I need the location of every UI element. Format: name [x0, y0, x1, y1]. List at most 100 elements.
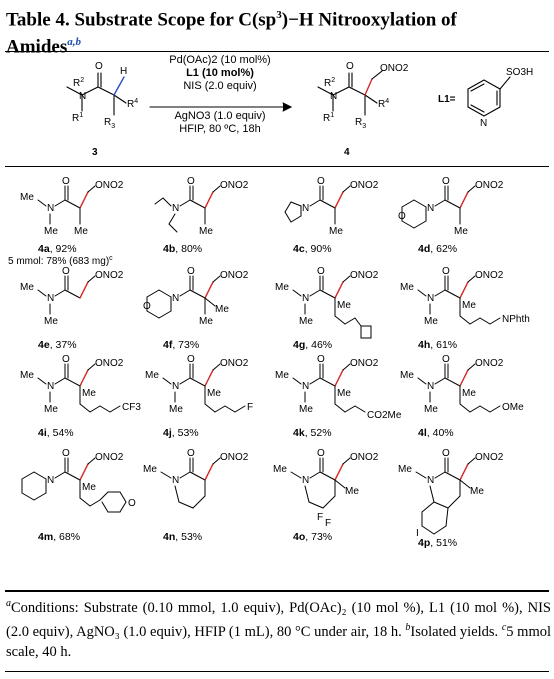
- condition-line: NIS (2.0 equiv): [183, 80, 257, 92]
- bond: [290, 471, 302, 479]
- atom-label: Me: [82, 482, 96, 493]
- atom-label: O: [128, 498, 136, 509]
- bond: [319, 199, 336, 209]
- bond: [212, 275, 221, 283]
- bond: [354, 405, 366, 413]
- atom-label: R2: [73, 77, 84, 89]
- atom-label: Me: [329, 226, 343, 237]
- bond: [79, 191, 89, 209]
- atom-label: Me: [44, 316, 58, 327]
- bond: [334, 191, 344, 209]
- atom-label: Me: [299, 316, 313, 327]
- atom-label: O: [442, 448, 450, 459]
- bond: [212, 363, 221, 371]
- bond: [89, 499, 101, 507]
- atom-label: NPhth: [502, 314, 530, 325]
- bond: [37, 289, 47, 297]
- atom-label: R1: [323, 112, 334, 124]
- bond: [415, 471, 427, 479]
- atom-label: N: [302, 381, 309, 392]
- footnote-c: 5 mmol scale, 40 h.: [6, 623, 552, 660]
- bond: [168, 213, 176, 225]
- bond: [479, 405, 491, 413]
- bond: [433, 501, 449, 509]
- compound-caption: 4c, 90%: [293, 243, 332, 255]
- atom-label: N: [172, 381, 179, 392]
- bond: [146, 289, 160, 298]
- compound-caption: 4m, 68%: [38, 531, 80, 543]
- product-label: 4: [344, 147, 350, 158]
- bond: [162, 197, 172, 207]
- scheme-rule: [5, 166, 549, 167]
- atom-label: Me: [345, 486, 359, 497]
- atom-label: O: [187, 176, 195, 187]
- atom-label: Me: [44, 404, 58, 415]
- compound-caption: 4n, 53%: [163, 531, 202, 543]
- end-rule: [5, 671, 549, 672]
- bond: [467, 363, 476, 371]
- atom-label: ONO2: [95, 358, 124, 369]
- bond: [308, 501, 324, 509]
- atom-label: ONO2: [350, 452, 379, 463]
- conditions-above: Pd(OAc)2 (10 mol%) L1 (10 mol%) NIS (2.0…: [150, 54, 290, 93]
- bond: [489, 405, 501, 413]
- bond: [304, 485, 310, 503]
- bond: [459, 281, 469, 299]
- bond: [214, 405, 226, 413]
- bond: [413, 220, 427, 229]
- atom-label: Me: [44, 226, 58, 237]
- bond: [89, 405, 101, 413]
- condition-line: HFIP, 80 ºC, 18h: [179, 123, 261, 135]
- footnote-mark: a: [6, 598, 11, 609]
- bond: [342, 185, 351, 193]
- atom-label: N: [302, 475, 309, 486]
- bond: [33, 471, 47, 480]
- bond: [417, 377, 427, 385]
- atom-label: O: [187, 354, 195, 365]
- atom-label: Me: [74, 226, 88, 237]
- bond: [459, 479, 471, 489]
- atom-label: Me: [400, 282, 414, 293]
- atom-label: ONO2: [95, 452, 124, 463]
- atom-label: N: [480, 118, 487, 129]
- bond: [290, 215, 302, 223]
- atom-label: O: [317, 266, 325, 277]
- bond: [160, 471, 172, 479]
- bond: [64, 377, 81, 387]
- bond: [21, 492, 35, 501]
- bond: [319, 471, 336, 481]
- atom-label: ONO2: [475, 180, 504, 191]
- bond: [87, 363, 96, 371]
- bond: [189, 199, 206, 209]
- atom-label: O: [62, 448, 70, 459]
- bond: [189, 471, 206, 481]
- bond: [284, 201, 292, 213]
- compound-caption: 4e, 37%: [38, 339, 77, 351]
- bond: [284, 211, 292, 223]
- bond: [444, 471, 461, 481]
- atom-label: I: [416, 528, 419, 539]
- bond: [54, 199, 66, 207]
- title-footnote-marks: a,b: [67, 36, 81, 49]
- atom-label: Me: [169, 404, 183, 415]
- bond: [447, 495, 461, 509]
- atom-label: N: [47, 203, 54, 214]
- bottom-rule: [5, 590, 549, 592]
- bond: [87, 275, 96, 283]
- atom-label: O: [398, 211, 406, 222]
- bond: [309, 289, 321, 297]
- title-text-mid: )−H Nitrooxylation of: [281, 9, 457, 31]
- atom-label: Me: [82, 388, 96, 399]
- bond: [64, 471, 81, 481]
- atom-label: OMe: [502, 402, 524, 413]
- bond: [158, 310, 172, 319]
- footnote-mark: c: [501, 621, 507, 633]
- bond: [401, 199, 415, 208]
- bond: [64, 199, 81, 209]
- atom-label: ONO2: [380, 63, 409, 74]
- atom-label: F: [247, 402, 253, 413]
- atom-label: ONO2: [475, 452, 504, 463]
- bond: [434, 199, 446, 207]
- bond: [413, 199, 427, 208]
- atom-label: N: [302, 203, 309, 214]
